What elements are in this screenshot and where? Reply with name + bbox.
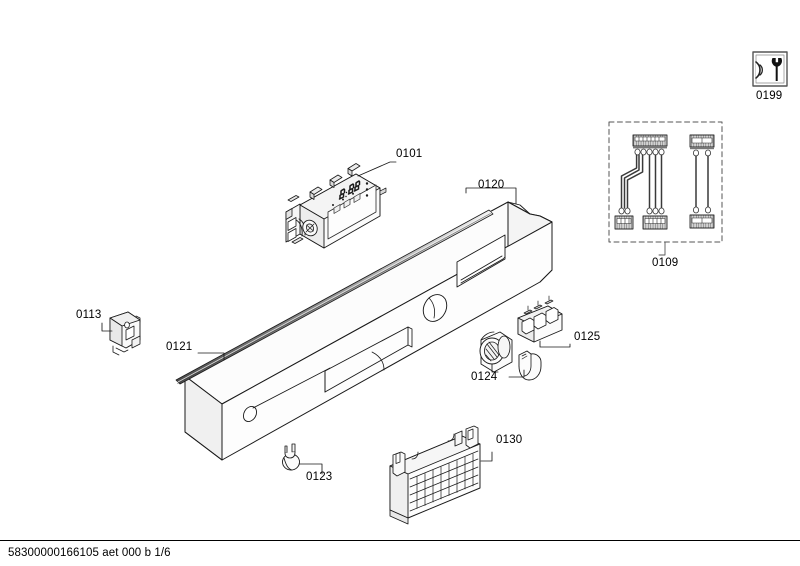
callout-0113: 0113 [76,309,102,321]
control-module-group [285,161,397,249]
rotary-knob-group [479,331,542,381]
fascia-panel-group [175,187,553,461]
document-reference-text: 58300000166105 aet 000 b 1/6 [8,547,171,559]
callout-0121: 0121 [166,341,193,353]
callout-0124: 0124 [471,371,498,383]
callout-0120: 0120 [478,179,505,191]
callout-0123: 0123 [306,471,333,483]
callout-0109: 0109 [652,257,679,269]
callout-0130: 0130 [496,434,523,446]
bracket-clip-group [101,311,141,356]
callout-0101: 0101 [396,148,423,160]
footer-bar: 58300000166105 aet 000 b 1/6 [0,540,800,566]
service-tool-icon-group [752,51,788,87]
button-strip-group [517,295,571,348]
vent-grille-bracket-group [389,425,493,525]
callout-0199: 0199 [756,90,783,102]
retainer-clip-group [282,443,323,475]
wiring-harness-group [608,121,723,256]
callout-0125: 0125 [574,331,601,343]
